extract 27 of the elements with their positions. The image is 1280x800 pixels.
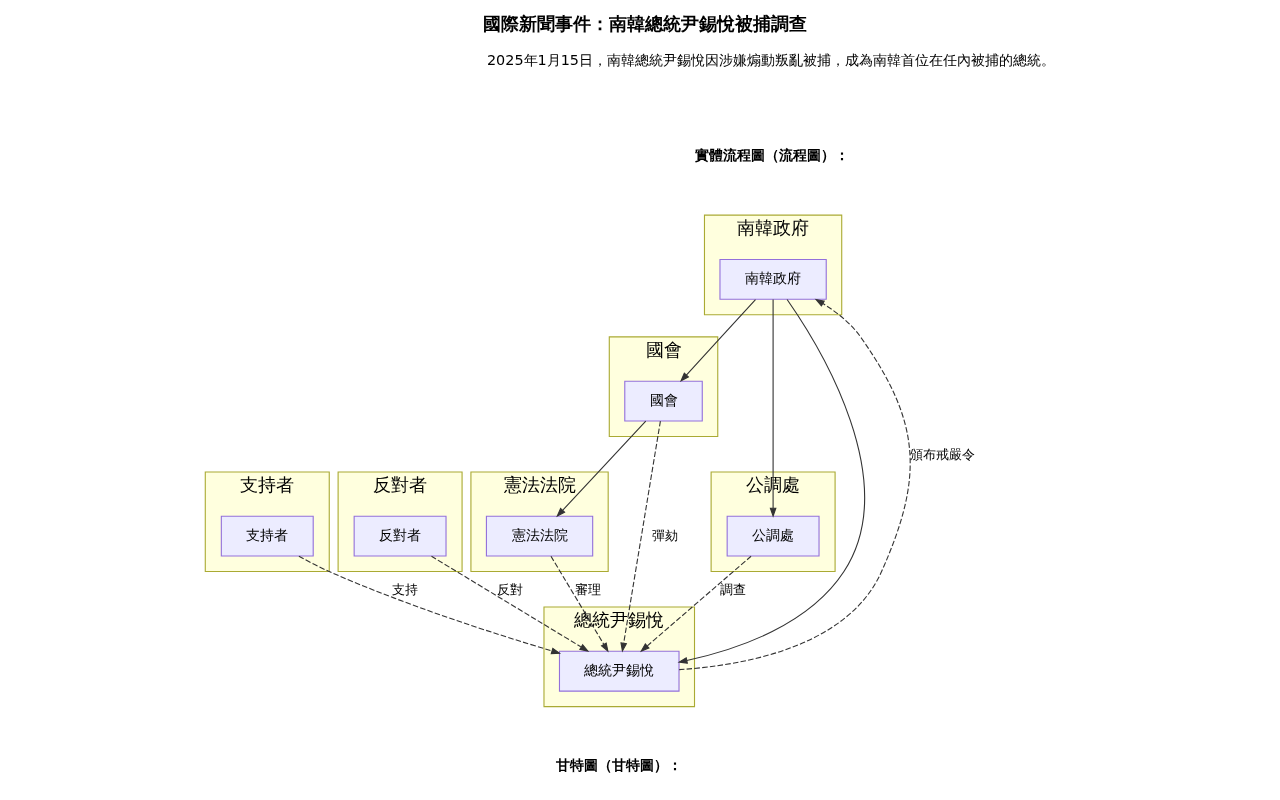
node-box: 支持者 — [220, 515, 314, 557]
edge-label: 審理 — [574, 582, 601, 598]
arrow — [639, 555, 752, 653]
arrow — [556, 420, 647, 518]
label: 甘特圖（甘特圖）： — [555, 757, 682, 774]
node-box: 反對者 — [353, 515, 447, 557]
node-box: 公調處 — [726, 515, 820, 557]
arrow — [550, 555, 609, 653]
arrow — [298, 555, 562, 655]
label: 2025年1月15日，南韓總統尹錫悅因涉嫌煽動叛亂被捕，成為南韓首位在任內被捕的總統。 — [486, 52, 1056, 69]
arrow — [769, 299, 777, 518]
node-box: 總統尹錫悅 — [558, 650, 680, 692]
arrow — [677, 298, 866, 664]
diagram-title: 國際新聞事件：南韓總統尹錫悅被捕調查 — [482, 14, 807, 35]
edge-label: 支持 — [392, 582, 419, 598]
edge-label: 頒布戒嚴令 — [910, 447, 976, 463]
edge-label: 反對 — [497, 582, 524, 598]
arrow — [678, 298, 911, 671]
arrow — [679, 299, 757, 383]
edge-label: 彈劾 — [652, 527, 679, 543]
arrow — [620, 420, 661, 653]
label: 實體流程圖（流程圖）： — [695, 147, 850, 164]
node-box: 國會 — [624, 380, 703, 422]
edge-label: 調查 — [719, 582, 746, 598]
node-box: 憲法法院 — [485, 515, 594, 557]
node-box: 南韓政府 — [719, 258, 827, 300]
arrow — [430, 555, 590, 652]
